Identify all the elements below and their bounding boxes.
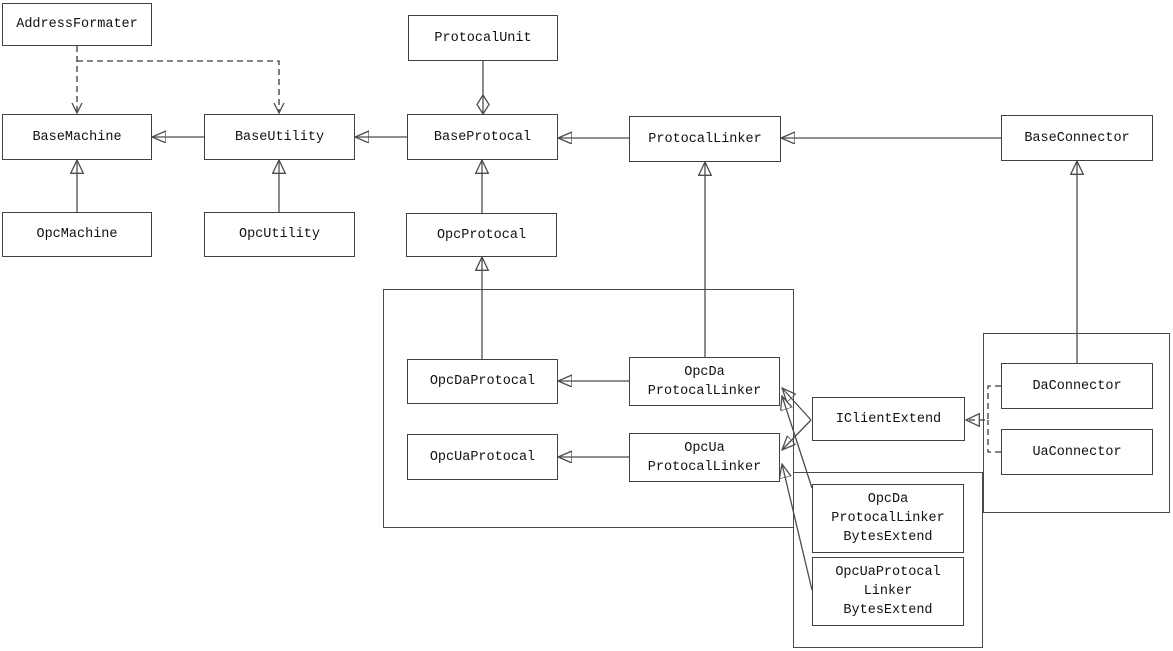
class-box-opcuaprotocallinker: OpcUa ProtocalLinker bbox=[629, 433, 780, 482]
class-box-opcuaprotocallinkerbytesextend: OpcUaProtocal Linker BytesExtend bbox=[812, 557, 964, 626]
class-box-opcdaprotocallinkerbytesextend: OpcDa ProtocalLinker BytesExtend bbox=[812, 484, 964, 553]
class-box-opcmachine: OpcMachine bbox=[2, 212, 152, 257]
edge-addressformater-baseutility-dependency bbox=[77, 60, 285, 115]
group-box-opc-protocal-linkers bbox=[383, 289, 794, 528]
class-box-opcprotocal: OpcProtocal bbox=[406, 213, 557, 257]
class-box-protocallinker: ProtocalLinker bbox=[629, 116, 781, 162]
group-box-connectors bbox=[983, 333, 1170, 513]
class-box-opcuaprotocal: OpcUaProtocal bbox=[407, 434, 558, 480]
class-box-baseconnector: BaseConnector bbox=[1001, 115, 1153, 161]
class-box-opcutility: OpcUtility bbox=[204, 212, 355, 257]
class-box-opcdaprotocallinker: OpcDa ProtocalLinker bbox=[629, 357, 780, 406]
class-box-iclientextend: IClientExtend bbox=[812, 397, 965, 441]
class-box-protocalunit: ProtocalUnit bbox=[408, 15, 558, 61]
class-box-basemachine: BaseMachine bbox=[2, 114, 152, 160]
class-box-baseutility: BaseUtility bbox=[204, 114, 355, 160]
class-box-uaconnector: UaConnector bbox=[1001, 429, 1153, 475]
class-box-opcdaprotocal: OpcDaProtocal bbox=[407, 359, 558, 404]
class-box-daconnector: DaConnector bbox=[1001, 363, 1153, 409]
class-box-baseprotocal: BaseProtocal bbox=[407, 114, 558, 160]
class-box-addressformater: AddressFormater bbox=[2, 3, 152, 46]
